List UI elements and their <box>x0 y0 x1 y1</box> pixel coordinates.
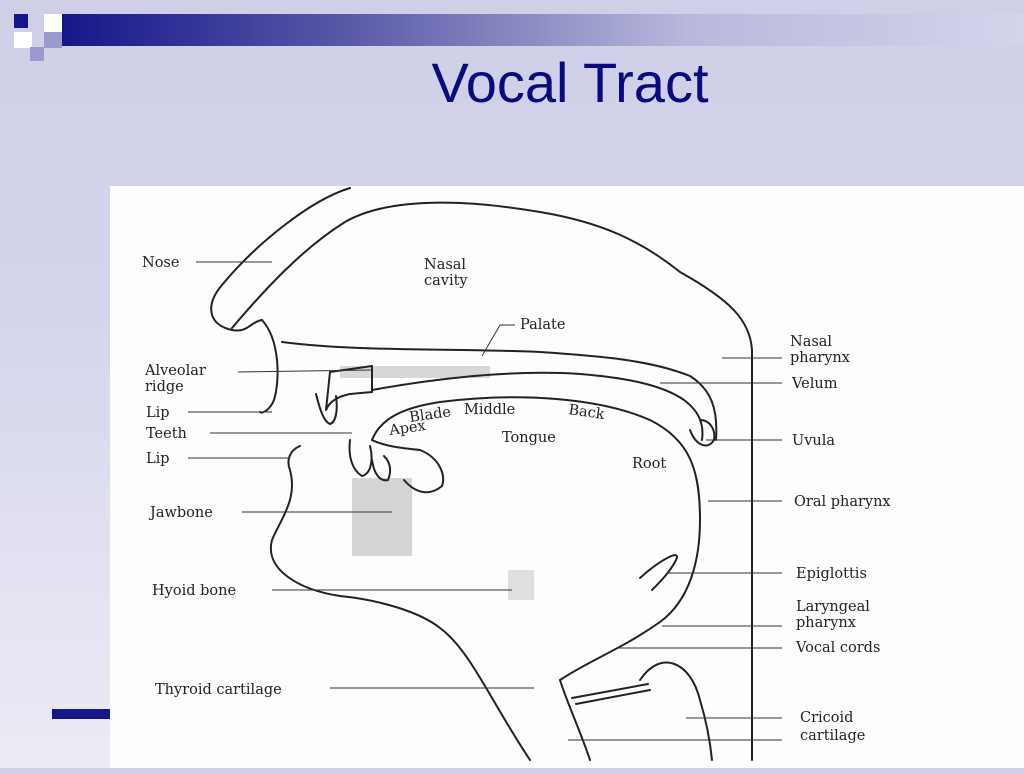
label-back: Back <box>567 402 605 423</box>
label-nasal-cavity-2: cavity <box>424 273 468 289</box>
lower-tooth-2 <box>371 455 392 482</box>
label-cricoid-2: cartilage <box>800 728 865 744</box>
corner-square-white <box>44 14 62 32</box>
nasal-cavity-outline <box>231 201 753 761</box>
palate-lower-line <box>371 371 704 441</box>
label-palate: Palate <box>520 317 565 333</box>
label-middle: Middle <box>464 402 515 418</box>
label-cricoid-1: Cricoid <box>800 710 853 726</box>
palate-upper-line <box>281 341 718 441</box>
label-alveolar-2: ridge <box>145 379 184 395</box>
label-thyroid: Thyroid cartilage <box>155 682 282 698</box>
corner-square-light <box>44 32 62 48</box>
larynx-front <box>559 679 591 761</box>
label-hyoid: Hyoid bone <box>152 583 236 599</box>
label-nasal-pharynx-2: pharynx <box>790 350 850 366</box>
label-oral-pharynx: Oral pharynx <box>794 494 891 510</box>
diagram-svg: Nose Nasal cavity Palate Alveolar ridge … <box>142 187 891 761</box>
pointer-lines <box>188 261 782 741</box>
label-epiglottis: Epiglottis <box>796 566 867 582</box>
corner-square-dark <box>14 14 28 28</box>
larynx-back <box>639 661 713 761</box>
label-teeth: Teeth <box>146 426 187 442</box>
label-uvula: Uvula <box>792 433 835 449</box>
vocal-cord-line <box>571 683 649 699</box>
tongue-outline <box>371 396 701 681</box>
vocal-cord-line-2 <box>575 689 651 705</box>
alveolar-block <box>325 365 373 411</box>
vocal-tract-diagram: Nose Nasal cavity Palate Alveolar ridge … <box>110 186 1024 768</box>
label-lip-upper: Lip <box>146 405 170 421</box>
label-tongue: Tongue <box>502 430 556 446</box>
label-alveolar-1: Alveolar <box>144 363 206 379</box>
lower-tooth <box>348 439 373 477</box>
upper-tooth <box>315 393 338 425</box>
slide-title: Vocal Tract <box>431 51 709 114</box>
label-nasal-cavity-1: Nasal <box>424 257 466 273</box>
label-velum: Velum <box>791 376 838 392</box>
upper-lip-outline <box>259 319 279 414</box>
nose-outline <box>210 187 351 332</box>
tongue-tip <box>371 439 445 494</box>
footer-accent-bar <box>52 709 110 719</box>
label-apex: Apex <box>387 418 426 439</box>
label-nasal-pharynx-1: Nasal <box>790 334 832 350</box>
label-lip-lower: Lip <box>146 451 170 467</box>
label-laryngeal-2: pharynx <box>796 615 856 631</box>
bone-stipple <box>340 366 534 600</box>
label-jawbone: Jawbone <box>148 505 213 521</box>
corner-square-light-2 <box>30 47 44 61</box>
label-blade: Blade <box>408 404 452 426</box>
label-root: Root <box>632 456 666 472</box>
label-laryngeal-1: Laryngeal <box>796 599 870 615</box>
epiglottis-outline <box>639 554 679 591</box>
label-vocal-cords: Vocal cords <box>795 640 880 656</box>
header-gradient-bar <box>62 14 1024 46</box>
corner-square-white-2 <box>14 32 32 48</box>
lower-lip-outline <box>269 445 531 761</box>
label-nose: Nose <box>142 255 179 271</box>
